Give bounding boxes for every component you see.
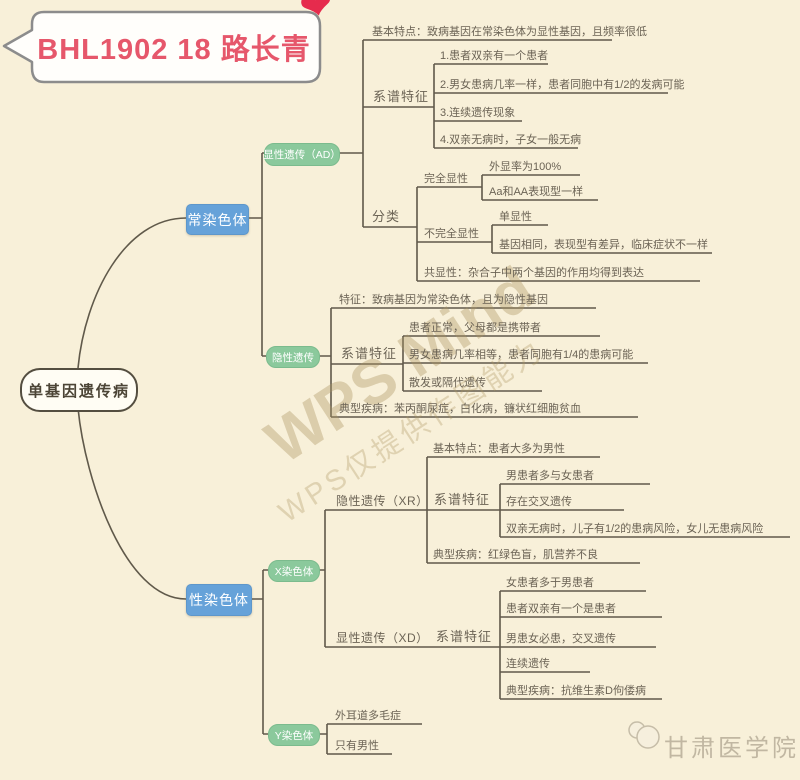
node-y-item-1[interactable]: 外耳道多毛症 bbox=[335, 710, 401, 722]
node-ar[interactable]: 隐性遗传 bbox=[266, 346, 320, 368]
node-xr[interactable]: 隐性遗传（XR） bbox=[336, 494, 429, 508]
node-xd-pedigree-item-1[interactable]: 女患者多于男患者 bbox=[506, 577, 594, 589]
node-ar-pedigree-item-2[interactable]: 男女患病几率相等，患者同胞有1/4的患病可能 bbox=[409, 349, 634, 361]
org-logo-icon bbox=[628, 721, 660, 749]
node-autosome[interactable]: 常染色体 bbox=[186, 204, 249, 235]
node-xr-pedigree-item-2[interactable]: 存在交叉遗传 bbox=[506, 496, 572, 508]
node-complete-dominance[interactable]: 完全显性 bbox=[424, 173, 468, 185]
title-bubble[interactable] bbox=[0, 0, 340, 95]
node-xr-pedigree[interactable]: 系谱特征 bbox=[434, 492, 491, 507]
node-xd-pedigree-item-4[interactable]: 连续遗传 bbox=[506, 658, 550, 670]
node-ar-pedigree-item-1[interactable]: 患者正常，父母都是携带者 bbox=[409, 322, 541, 334]
node-xr-basic[interactable]: 基本特点：患者大多为男性 bbox=[433, 443, 565, 455]
node-ad-pedigree-item-3[interactable]: 3.连续遗传现象 bbox=[440, 107, 516, 119]
node-ad-pedigree-item-1[interactable]: 1.患者双亲有一个患者 bbox=[440, 50, 549, 62]
node-codominance[interactable]: 共显性：杂合子中两个基因的作用均得到表达 bbox=[424, 267, 644, 279]
node-xr-disease[interactable]: 典型疾病：红绿色盲，肌营养不良 bbox=[433, 549, 598, 561]
node-complete-item-1[interactable]: 外显率为100% bbox=[489, 161, 562, 173]
node-ar-disease[interactable]: 典型疾病：苯丙酮尿症，白化病，镰状红细胞贫血 bbox=[339, 403, 581, 415]
node-ar-pedigree-item-3[interactable]: 散发或隔代遗传 bbox=[409, 377, 486, 389]
org-watermark: 甘肃医学院 bbox=[664, 735, 799, 762]
node-ad-class[interactable]: 分类 bbox=[372, 209, 401, 224]
node-y-chromosome[interactable]: Y染色体 bbox=[268, 724, 320, 746]
node-sex-chromosome[interactable]: 性染色体 bbox=[186, 584, 252, 616]
node-complete-item-2[interactable]: Aa和AA表现型一样 bbox=[489, 186, 584, 198]
node-xd-pedigree[interactable]: 系谱特征 bbox=[436, 629, 493, 644]
title-text[interactable]: BHL1902 18 路长青 bbox=[37, 34, 311, 66]
node-ar-feature[interactable]: 特征：致病基因为常染色体，且为隐性基因 bbox=[339, 294, 548, 306]
node-ad-pedigree-item-4[interactable]: 4.双亲无病时，子女一般无病 bbox=[440, 134, 582, 146]
node-xd-pedigree-item-2[interactable]: 患者双亲有一个是患者 bbox=[506, 603, 616, 615]
node-xr-pedigree-item-1[interactable]: 男患者多与女患者 bbox=[506, 470, 594, 482]
node-ad-pedigree[interactable]: 系谱特征 bbox=[373, 89, 430, 104]
node-xd[interactable]: 显性遗传（XD） bbox=[336, 631, 429, 645]
node-x-chromosome[interactable]: X染色体 bbox=[268, 560, 320, 582]
node-xd-pedigree-item-3[interactable]: 男患女必患，交叉遗传 bbox=[506, 633, 616, 645]
root-node[interactable]: 单基因遗传病 bbox=[20, 368, 138, 412]
node-incomplete-dominance[interactable]: 不完全显性 bbox=[424, 228, 479, 240]
node-incomplete-item-1[interactable]: 单显性 bbox=[499, 211, 532, 223]
node-ad-basic[interactable]: 基本特点：致病基因在常染色体为显性基因，且频率很低 bbox=[372, 26, 647, 38]
node-y-item-2[interactable]: 只有男性 bbox=[335, 740, 379, 752]
node-incomplete-item-2[interactable]: 基因相同，表现型有差异，临床症状不一样 bbox=[499, 239, 708, 251]
node-ar-pedigree[interactable]: 系谱特征 bbox=[341, 346, 398, 361]
node-xd-pedigree-item-5[interactable]: 典型疾病：抗维生素D佝偻病 bbox=[506, 685, 646, 697]
node-ad[interactable]: 显性遗传（AD） bbox=[263, 143, 341, 166]
node-xr-pedigree-item-3[interactable]: 双亲无病时，儿子有1/2的患病风险，女儿无患病风险 bbox=[506, 523, 764, 535]
node-ad-pedigree-item-2[interactable]: 2.男女患病几率一样，患者同胞中有1/2的发病可能 bbox=[440, 79, 685, 91]
